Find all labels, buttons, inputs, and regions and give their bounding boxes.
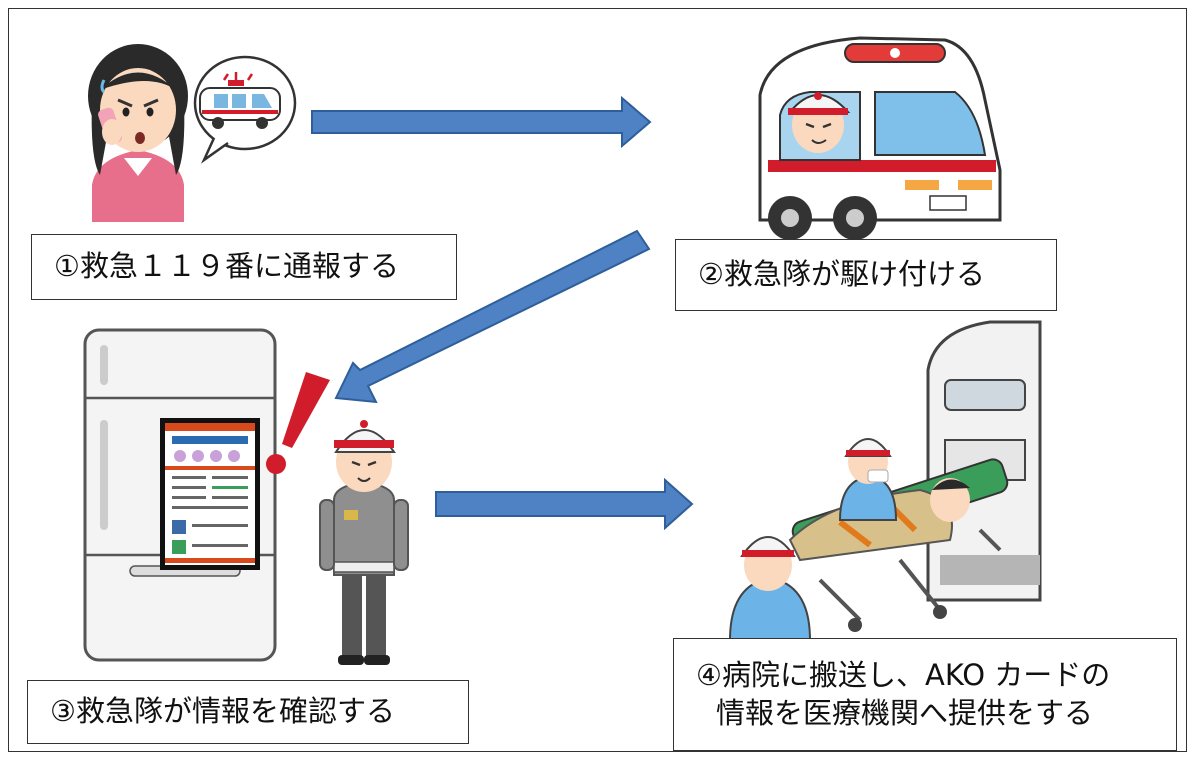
exclamation-icon [266, 372, 330, 474]
arrow-step1-to-step2 [311, 95, 652, 149]
stretcher-transfer-icon [728, 320, 1042, 641]
arrow-step2-to-step3 [334, 229, 651, 404]
person-calling-icon [88, 44, 188, 222]
ambulance-driver-icon [758, 36, 1002, 240]
diagram-frame [8, 8, 1187, 752]
step4-label: ④病院に搬送し、AKO カードの 情報を医療機関へ提供をする [673, 638, 1177, 751]
step3-label-text: ③救急隊が情報を確認する [50, 694, 395, 729]
info-poster-icon [160, 418, 260, 570]
step4-label-line1: ④病院に搬送し、AKO カードの [696, 658, 1111, 693]
paramedic-icon [319, 420, 409, 665]
step1-label: ①救急１１９番に通報する [31, 234, 457, 300]
step3-label: ③救急隊が情報を確認する [27, 680, 469, 744]
speech-bubble-ambulance-icon [193, 55, 297, 164]
step2-label-text: ②救急隊が駆け付ける [698, 257, 985, 292]
step2-label: ②救急隊が駆け付ける [675, 239, 1057, 311]
step4-label-line2: 情報を医療機関へ提供をする [716, 695, 1094, 730]
step1-label-text: ①救急１１９番に通報する [54, 249, 399, 284]
arrow-step3-to-step4 [435, 477, 694, 531]
